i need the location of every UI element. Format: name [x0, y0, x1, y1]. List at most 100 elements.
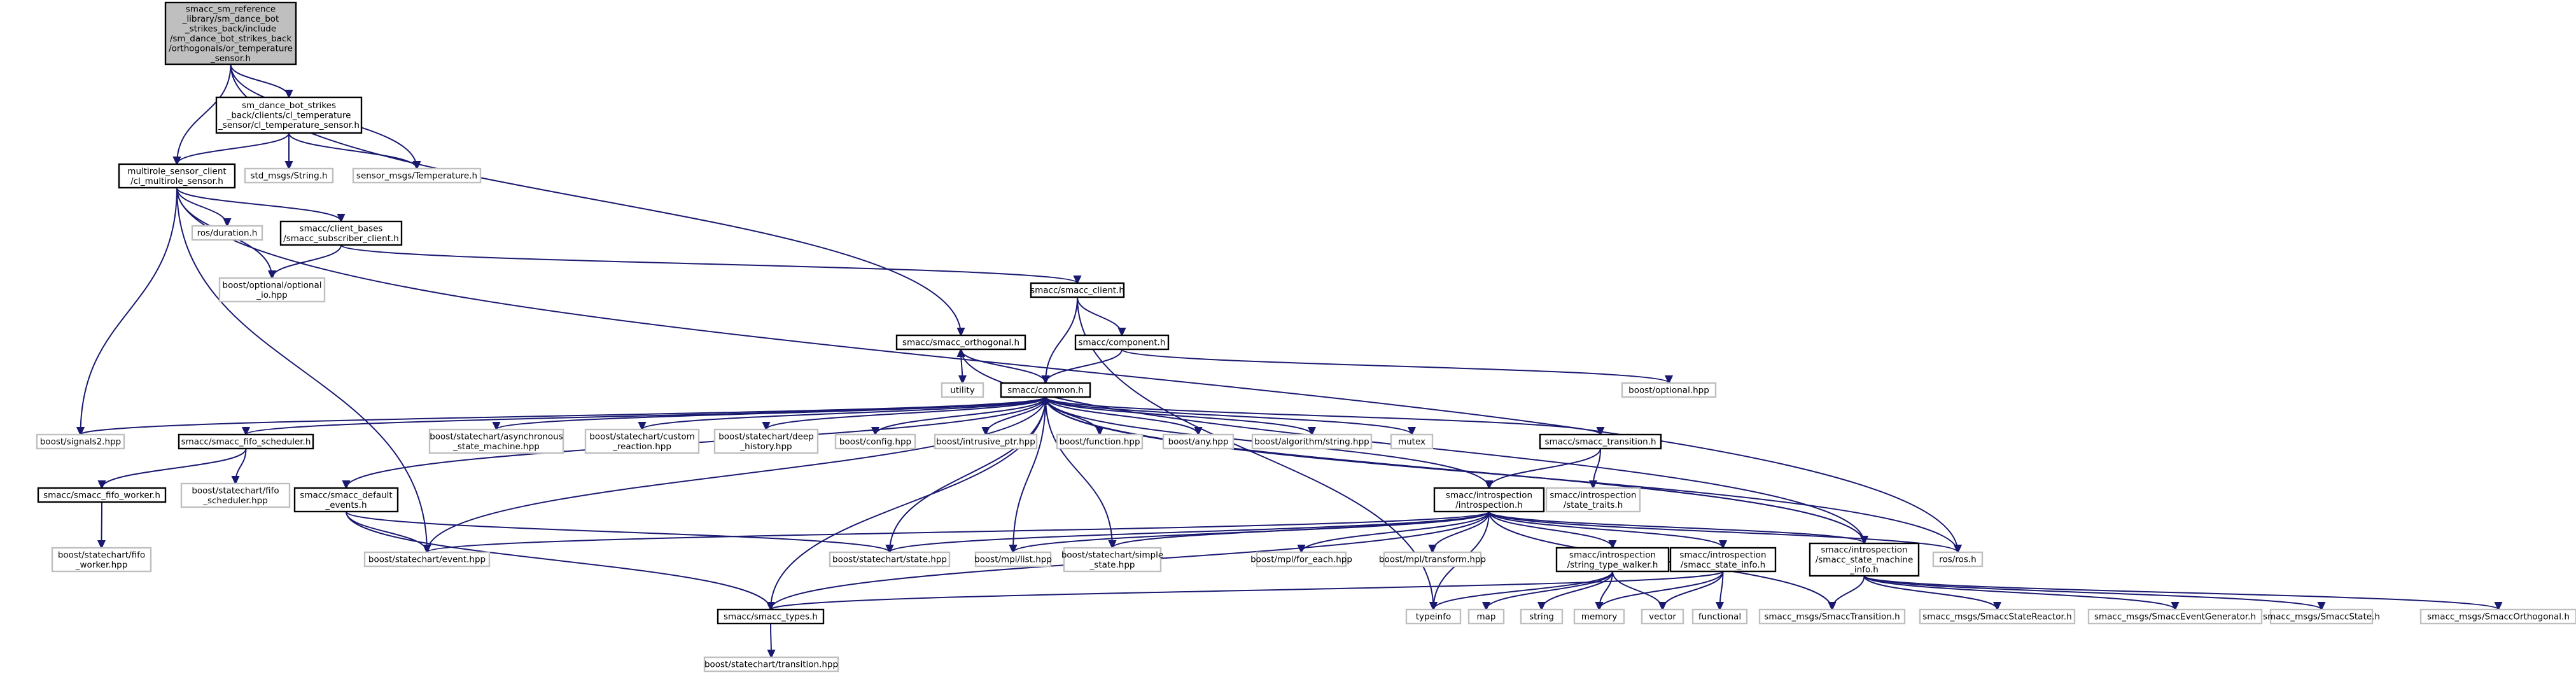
- node-smacc_client[interactable]: smacc/smacc_client.h: [1030, 282, 1125, 298]
- node-label-line: boost/algorithm/string.hpp: [1254, 437, 1369, 447]
- node-label-line: smacc/client_bases: [300, 223, 383, 234]
- node-label-line: _sensor/cl_temperature_sensor.h: [218, 120, 360, 130]
- edge-arrowhead: [1481, 602, 1491, 611]
- node-label-line: /orthogonals/or_temperature: [169, 43, 293, 53]
- edge-sm_info-to-smacc_transition_msg: [1831, 575, 1865, 610]
- node-label-line: boost/statechart/deep: [718, 431, 814, 442]
- edge-default_events-to-sc_event: [346, 511, 428, 553]
- edge-arrowhead: [223, 218, 232, 228]
- edge-common-to-deep_history: [766, 396, 1046, 430]
- node-label-line: smacc/smacc_client.h: [1030, 286, 1124, 296]
- node-box: [1932, 551, 1984, 568]
- node-common[interactable]: smacc/common.h: [1000, 382, 1091, 398]
- node-label-line: /smacc_state_machine: [1816, 555, 1914, 565]
- node-optional_io: boost/optional/optional_io.hpp: [218, 277, 326, 303]
- node-label-line: smacc/smacc_types.h: [724, 612, 818, 622]
- edge-arrowhead: [1588, 480, 1598, 490]
- edge-arrowhead: [1095, 427, 1104, 436]
- node-label-line: smacc_msgs/SmaccState.h: [2263, 612, 2380, 622]
- node-smacc_types[interactable]: smacc/smacc_types.h: [717, 608, 825, 625]
- node-box: [1063, 547, 1162, 573]
- edge-common-to-transition: [1045, 396, 1601, 435]
- edge-string_walker-to-vector: [1612, 571, 1663, 610]
- node-sc_state: boost/statechart/state.hpp: [829, 551, 951, 568]
- edge-arrowhead: [767, 650, 776, 659]
- edge-arrowhead: [1041, 375, 1050, 385]
- node-box: [1405, 608, 1462, 625]
- node-state_info[interactable]: smacc/introspection/smacc_state_info.h: [1669, 547, 1777, 573]
- node-memory: memory: [1573, 608, 1625, 625]
- node-transition[interactable]: smacc/smacc_transition.h: [1539, 433, 1662, 450]
- edge-arrowhead: [1537, 602, 1546, 611]
- node-mpl_transform: boost/mpl/transform.hpp: [1379, 551, 1486, 568]
- edge-arrowhead: [1718, 540, 1728, 550]
- edge-arrowhead: [956, 347, 965, 357]
- node-subscriber[interactable]: smacc/client_bases/smacc_subscriber_clie…: [279, 220, 403, 246]
- node-box: [118, 163, 236, 189]
- node-label-line: /smacc_subscriber_client.h: [283, 234, 399, 244]
- node-label-line: _state_machine.hpp: [452, 442, 540, 452]
- node-label-line: smacc/smacc_transition.h: [1544, 437, 1656, 447]
- node-box: [1919, 608, 2076, 625]
- node-label-line: mutex: [1398, 437, 1425, 447]
- node-label-line: smacc_msgs/SmaccStateReactor.h: [1922, 612, 2071, 622]
- node-fifo_worker[interactable]: smacc/smacc_fifo_worker.h: [37, 487, 167, 503]
- node-mutex: mutex: [1390, 433, 1434, 450]
- node-fifo_sched[interactable]: smacc/smacc_fifo_scheduler.h: [178, 433, 314, 450]
- node-label-line: boost/signals2.hpp: [40, 437, 122, 447]
- node-box: [1390, 433, 1434, 450]
- edge-fifo_sched-to-fifo_worker: [101, 448, 247, 489]
- node-sc_fifo_worker: boost/statechart/fifo_worker.hpp: [51, 547, 152, 573]
- edge-arrowhead: [492, 422, 501, 431]
- node-box: [293, 487, 399, 513]
- node-label-line: _info.h: [1849, 565, 1879, 575]
- node-utility: utility: [941, 382, 984, 398]
- edge-arrowhead: [2494, 602, 2503, 611]
- node-box: [1074, 334, 1170, 351]
- edge-arrowhead: [76, 427, 85, 436]
- node-label-line: _worker.hpp: [75, 560, 128, 570]
- edge-arrowhead: [423, 545, 431, 554]
- edge-arrowhead: [1608, 540, 1617, 550]
- node-label-line: boost/statechart/fifo: [192, 485, 279, 496]
- edge-arrowhead: [284, 90, 293, 99]
- node-box: [191, 225, 263, 241]
- node-string_walker[interactable]: smacc/introspection/string_type_walker.h: [1555, 547, 1670, 573]
- node-orthogonal_msg: smacc_msgs/SmaccOrthogonal.h: [2419, 608, 2576, 625]
- node-component[interactable]: smacc/component.h: [1074, 334, 1170, 351]
- node-root[interactable]: smacc_sm_reference_library/sm_dance_bot_…: [164, 1, 297, 66]
- node-label-line: smacc/introspection: [1679, 550, 1766, 560]
- node-box: [1669, 547, 1777, 573]
- node-introspection[interactable]: smacc/introspection/introspection.h: [1433, 487, 1545, 513]
- edge-arrowhead: [172, 157, 181, 166]
- nodes-layer: smacc_sm_reference_library/sm_dance_bot_…: [36, 1, 2576, 673]
- node-default_events[interactable]: smacc/smacc_default_events.h: [293, 487, 399, 513]
- node-orthogonal[interactable]: smacc/smacc_orthogonal.h: [895, 334, 1026, 351]
- edge-subscriber-to-smacc_client: [340, 244, 1078, 284]
- node-box: [1251, 433, 1373, 450]
- node-box: [829, 551, 951, 568]
- edge-arrowhead: [1428, 545, 1437, 554]
- node-sc_simple_state: boost/statechart/simple_state.hpp: [1061, 547, 1163, 573]
- edge-orthogonal-to-common: [960, 349, 1046, 384]
- node-box: [1467, 608, 1505, 625]
- node-label-line: /sm_dance_bot_strikes_back: [170, 34, 292, 44]
- node-label-line: _scheduler.hpp: [202, 496, 268, 506]
- node-multirole[interactable]: multirole_sensor_client/cl_multirole_sen…: [118, 163, 236, 189]
- node-label-line: boost/mpl/list.hpp: [974, 555, 1052, 565]
- edge-common-to-sc_event: [426, 396, 1046, 553]
- node-label-line: memory: [1581, 612, 1617, 622]
- edge-arrowhead: [1041, 395, 1050, 405]
- node-boost_optional: boost/optional.hpp: [1621, 382, 1717, 398]
- node-label-line: /cl_multirole_sensor.h: [130, 176, 223, 186]
- node-label-line: smacc/introspection: [1569, 550, 1656, 560]
- node-cl_temp[interactable]: sm_dance_bot_strikes_back/clients/cl_tem…: [215, 96, 363, 134]
- node-ros_h: ros/ros.h: [1932, 551, 1984, 568]
- node-box: [37, 487, 167, 503]
- node-box: [36, 433, 125, 450]
- node-label-line: boost/statechart/event.hpp: [368, 555, 486, 565]
- node-sm_info[interactable]: smacc/introspection/smacc_state_machine_…: [1809, 542, 1920, 577]
- node-label-line: boost/statechart/asynchronous: [430, 431, 563, 442]
- node-label-line: boost/mpl/transform.hpp: [1379, 555, 1486, 565]
